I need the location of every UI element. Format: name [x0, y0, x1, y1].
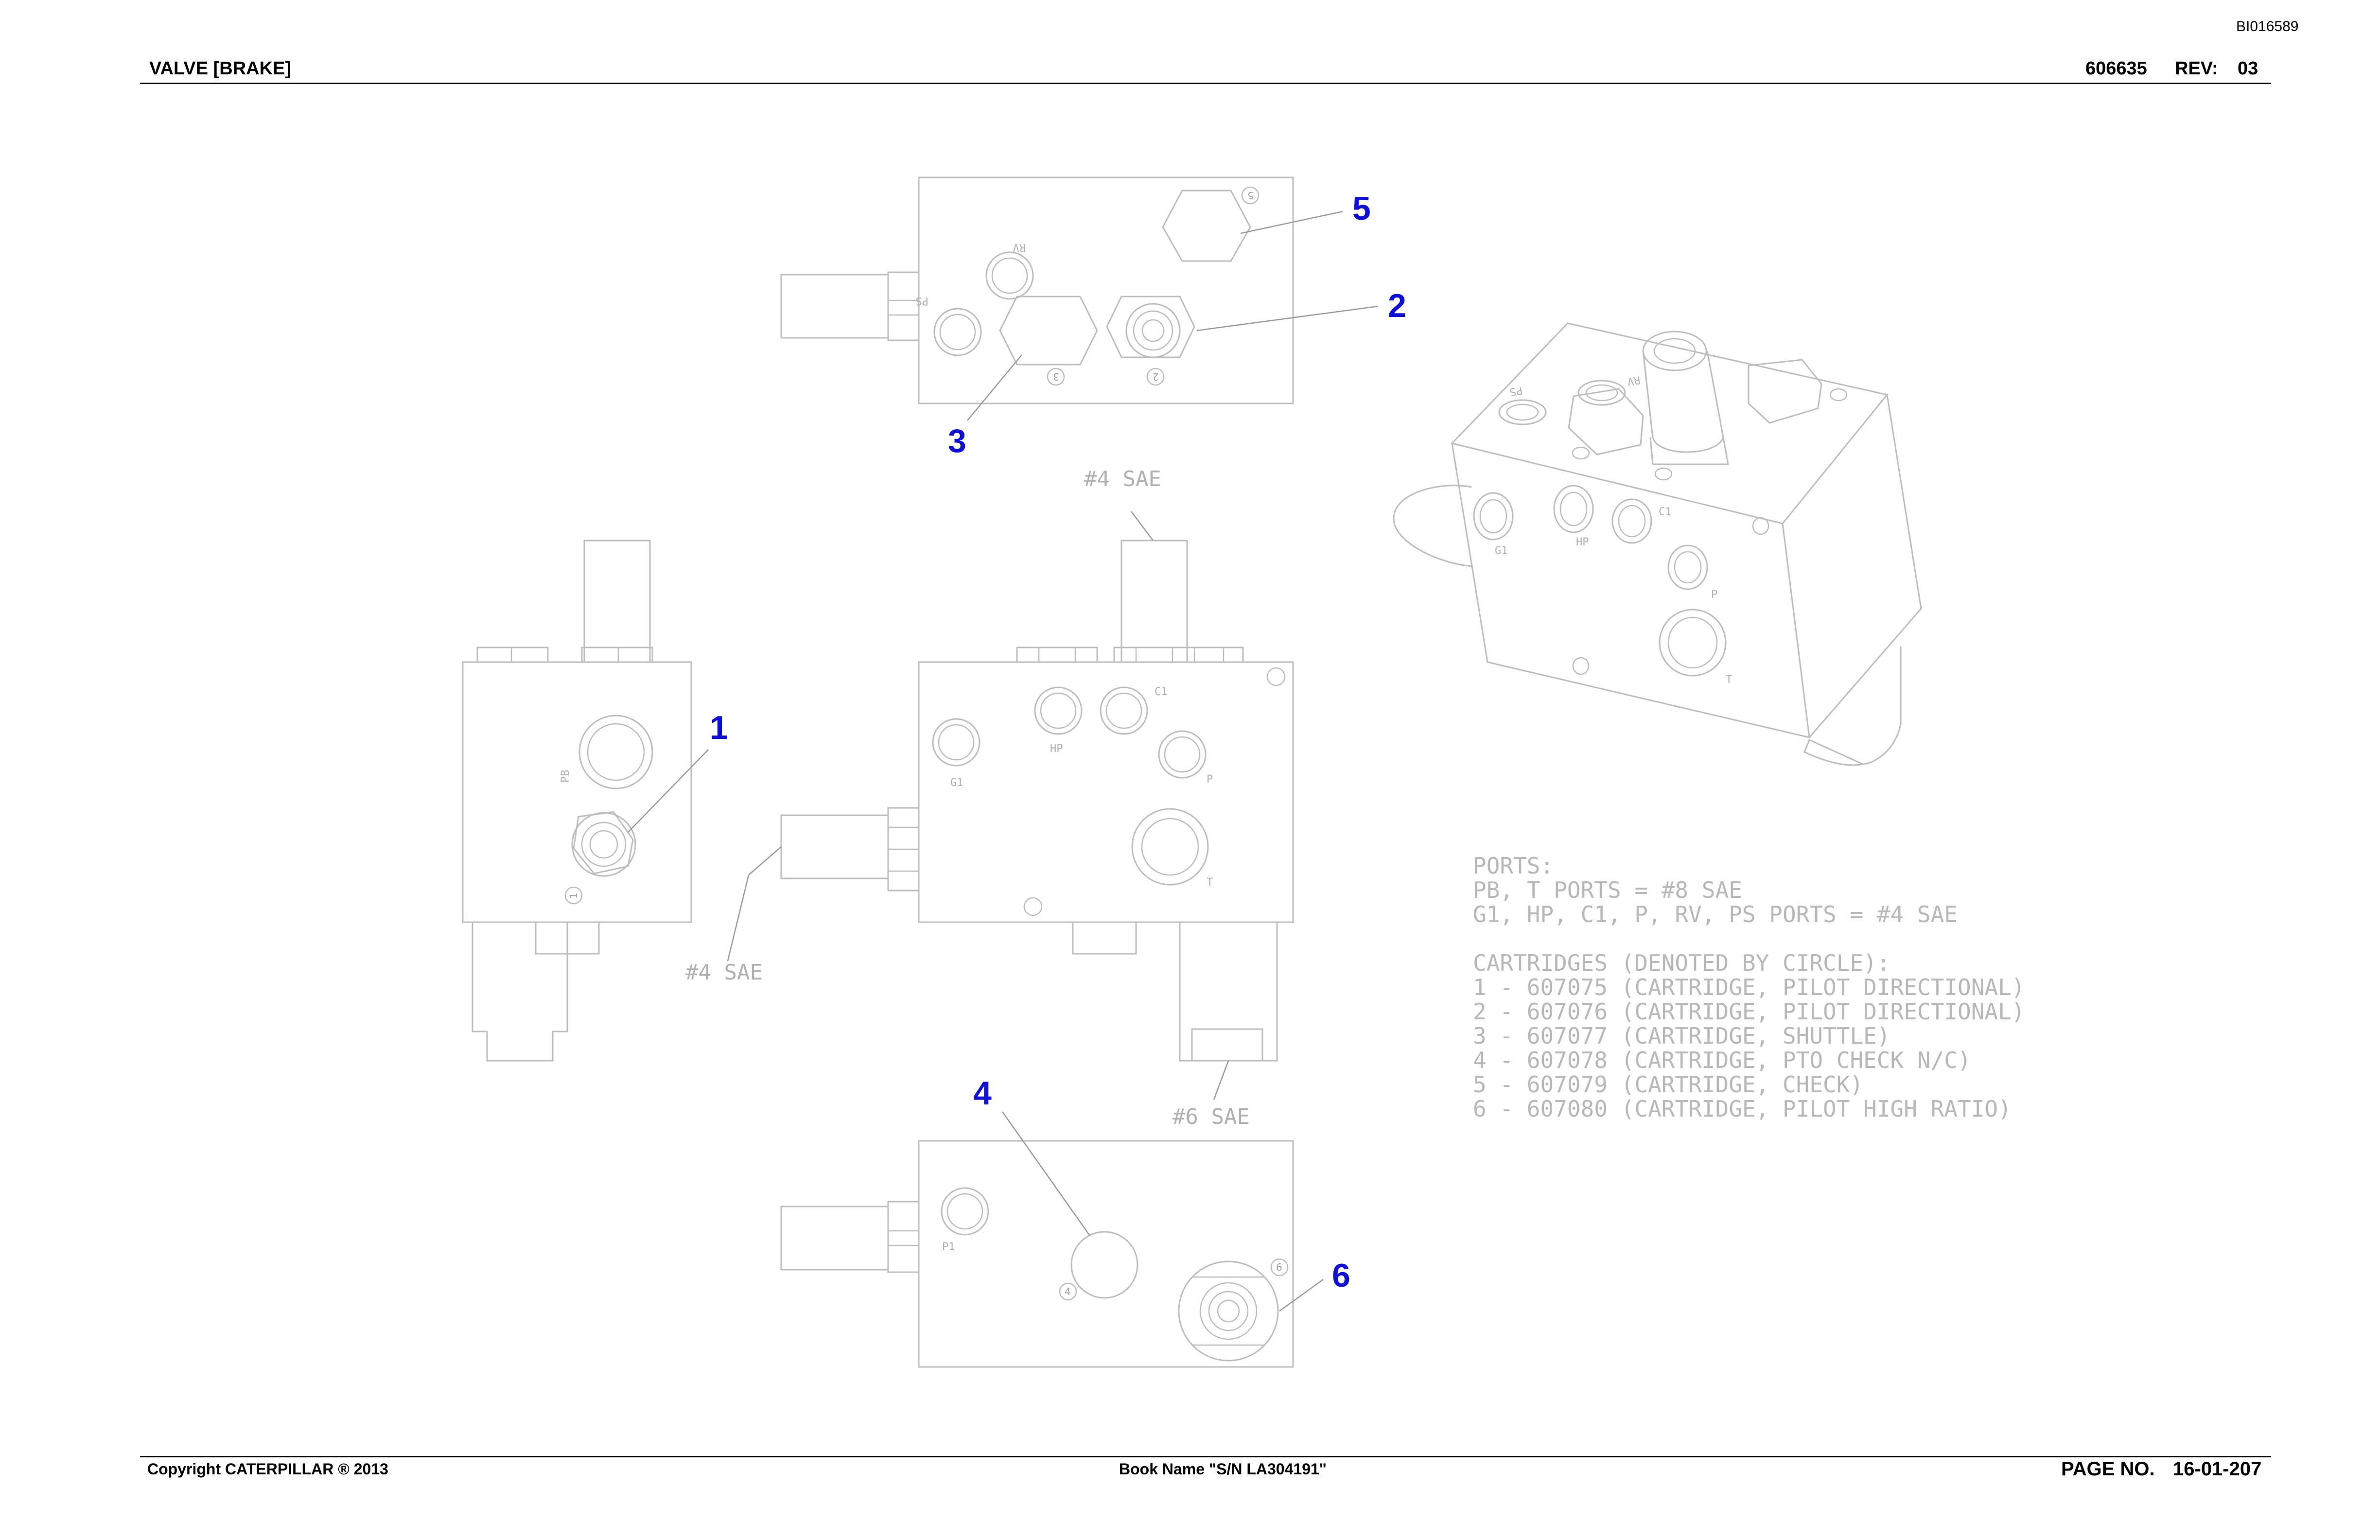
ports-line: PB, T PORTS = #8 SAE	[1473, 877, 1742, 903]
top-view-solenoid	[780, 274, 889, 339]
svg-text:T: T	[1726, 674, 1732, 686]
svg-text:3: 3	[1053, 371, 1059, 383]
svg-text:RV: RV	[1626, 373, 1641, 387]
iso-port-p	[1667, 544, 1708, 590]
port-c1-label: C1	[1155, 686, 1168, 698]
port-p1	[941, 1187, 989, 1236]
cartridge-line: 6 - 607080 (CARTRIDGE, PILOT HIGH RATIO)	[1473, 1096, 2012, 1122]
revision-value: 03	[2238, 58, 2258, 79]
cartridge-line: 2 - 607076 (CARTRIDGE, PILOT DIRECTIONAL…	[1473, 998, 2025, 1025]
svg-text:G1: G1	[1495, 545, 1508, 557]
iso-side-face	[1808, 394, 1922, 738]
iso-cartridge-5-hex	[1748, 359, 1822, 424]
bottom-view-body	[918, 1140, 1294, 1368]
iso-port-c1	[1611, 498, 1652, 544]
svg-text:6: 6	[1276, 1261, 1282, 1273]
svg-text:5: 5	[1247, 190, 1254, 201]
port-pb-label: PB	[560, 770, 572, 783]
callout-5: 5	[1352, 190, 1371, 227]
copyright-text: Copyright CATERPILLAR ® 2013	[147, 1460, 388, 1478]
front-view-solenoid	[1120, 540, 1188, 663]
port-p-label: P	[1207, 773, 1213, 786]
port-ps-label: PS	[916, 295, 929, 307]
port-c1	[1100, 686, 1148, 735]
port-pb	[578, 715, 653, 789]
port-hp	[1034, 686, 1083, 735]
svg-text:4: 4	[1065, 1286, 1071, 1297]
document-id: BI016589	[2236, 18, 2299, 35]
port-t-label: T	[1207, 876, 1213, 889]
cartridge-5-hex	[1162, 190, 1251, 262]
header-rule	[140, 83, 2271, 84]
cartridge-1-hex	[573, 811, 634, 875]
top-view: RV PS 5 3 2	[780, 176, 1294, 404]
page-number-label: PAGE NO.	[2061, 1458, 2155, 1480]
sae-label-bottom: #6 SAE	[1172, 1104, 1250, 1129]
iso-port-hp	[1553, 485, 1594, 533]
bottom-view-solenoid	[780, 1206, 889, 1271]
left-view-body	[462, 661, 692, 923]
front-view: G1 HP C1 P T	[780, 540, 1294, 1062]
top-view-body	[918, 176, 1294, 404]
iso-front-face	[1451, 443, 1810, 738]
port-ps	[933, 308, 982, 356]
iso-solenoid	[1393, 485, 1473, 567]
ports-line: G1, HP, C1, P, RV, PS PORTS = #4 SAE	[1473, 901, 1958, 928]
left-view-solenoid	[583, 540, 651, 663]
book-name: Book Name "S/N LA304191"	[1119, 1460, 1327, 1478]
iso-cartridge-2-body	[1642, 350, 1724, 453]
cartridge-line: 3 - 607077 (CARTRIDGE, SHUTTLE)	[1473, 1023, 1890, 1049]
ports-heading: PORTS:	[1473, 853, 1554, 879]
port-t	[1131, 808, 1209, 886]
footer-rule	[140, 1456, 2271, 1457]
port-g1-label: G1	[950, 777, 963, 789]
cartridge-6	[1178, 1260, 1279, 1362]
isometric-view: PS RV PS G1 HP C1 P T	[1393, 322, 1922, 766]
front-view-side-solenoid	[780, 814, 889, 879]
cartridge-line: 5 - 607079 (CARTRIDGE, CHECK)	[1473, 1071, 1863, 1098]
svg-text:PS: PS	[1508, 384, 1523, 398]
iso-port-g1	[1473, 492, 1514, 541]
revision-label: REV:	[2175, 58, 2218, 79]
svg-text:P: P	[1711, 589, 1717, 601]
sae-label-top: #4 SAE	[1084, 467, 1161, 491]
svg-text:2: 2	[1153, 371, 1159, 383]
cartridge-3-hex	[999, 296, 1098, 366]
page-title: VALVE [BRAKE]	[149, 58, 292, 79]
cartridge-line: 1 - 607075 (CARTRIDGE, PILOT DIRECTIONAL…	[1473, 974, 2025, 1000]
svg-text:1: 1	[568, 892, 579, 899]
left-side-view: PB 1	[462, 540, 692, 1062]
iso-cartridge-3-hex	[1568, 388, 1644, 455]
svg-text:HP: HP	[1576, 536, 1589, 548]
cartridge-line: 4 - 607078 (CARTRIDGE, PTO CHECK N/C)	[1473, 1047, 1971, 1073]
iso-port-ps	[1498, 399, 1547, 425]
callout-2: 2	[1388, 287, 1406, 324]
iso-port-t	[1659, 609, 1727, 677]
port-hp-label: HP	[1050, 743, 1063, 755]
bottom-view: P1 4 6	[780, 1140, 1294, 1368]
callout-3: 3	[948, 422, 966, 459]
sae-label-left: #4 SAE	[685, 960, 763, 985]
callout-4: 4	[973, 1075, 992, 1112]
page-number-value: 16-01-207	[2173, 1458, 2262, 1480]
iso-port-rv	[1577, 380, 1626, 406]
notes-block: PORTS: PB, T PORTS = #8 SAE G1, HP, C1, …	[1473, 853, 2025, 1122]
svg-text:C1: C1	[1659, 506, 1672, 518]
port-g1	[932, 718, 980, 767]
part-number: 606635	[2085, 58, 2147, 79]
callout-6: 6	[1332, 1257, 1350, 1294]
callout-1: 1	[710, 709, 728, 746]
cartridges-heading: CARTRIDGES (DENOTED BY CIRCLE):	[1473, 950, 1890, 976]
cartridge-4	[1070, 1231, 1138, 1299]
port-rv-label: RV	[1013, 241, 1026, 253]
front-view-body	[918, 661, 1294, 923]
iso-cartridge-2-top	[1642, 331, 1707, 371]
port-rv	[985, 251, 1034, 300]
port-p1-label: P1	[942, 1241, 955, 1253]
leader-lines	[628, 210, 1379, 1312]
port-p	[1158, 730, 1207, 779]
cartridge-2-hex	[1106, 296, 1195, 358]
